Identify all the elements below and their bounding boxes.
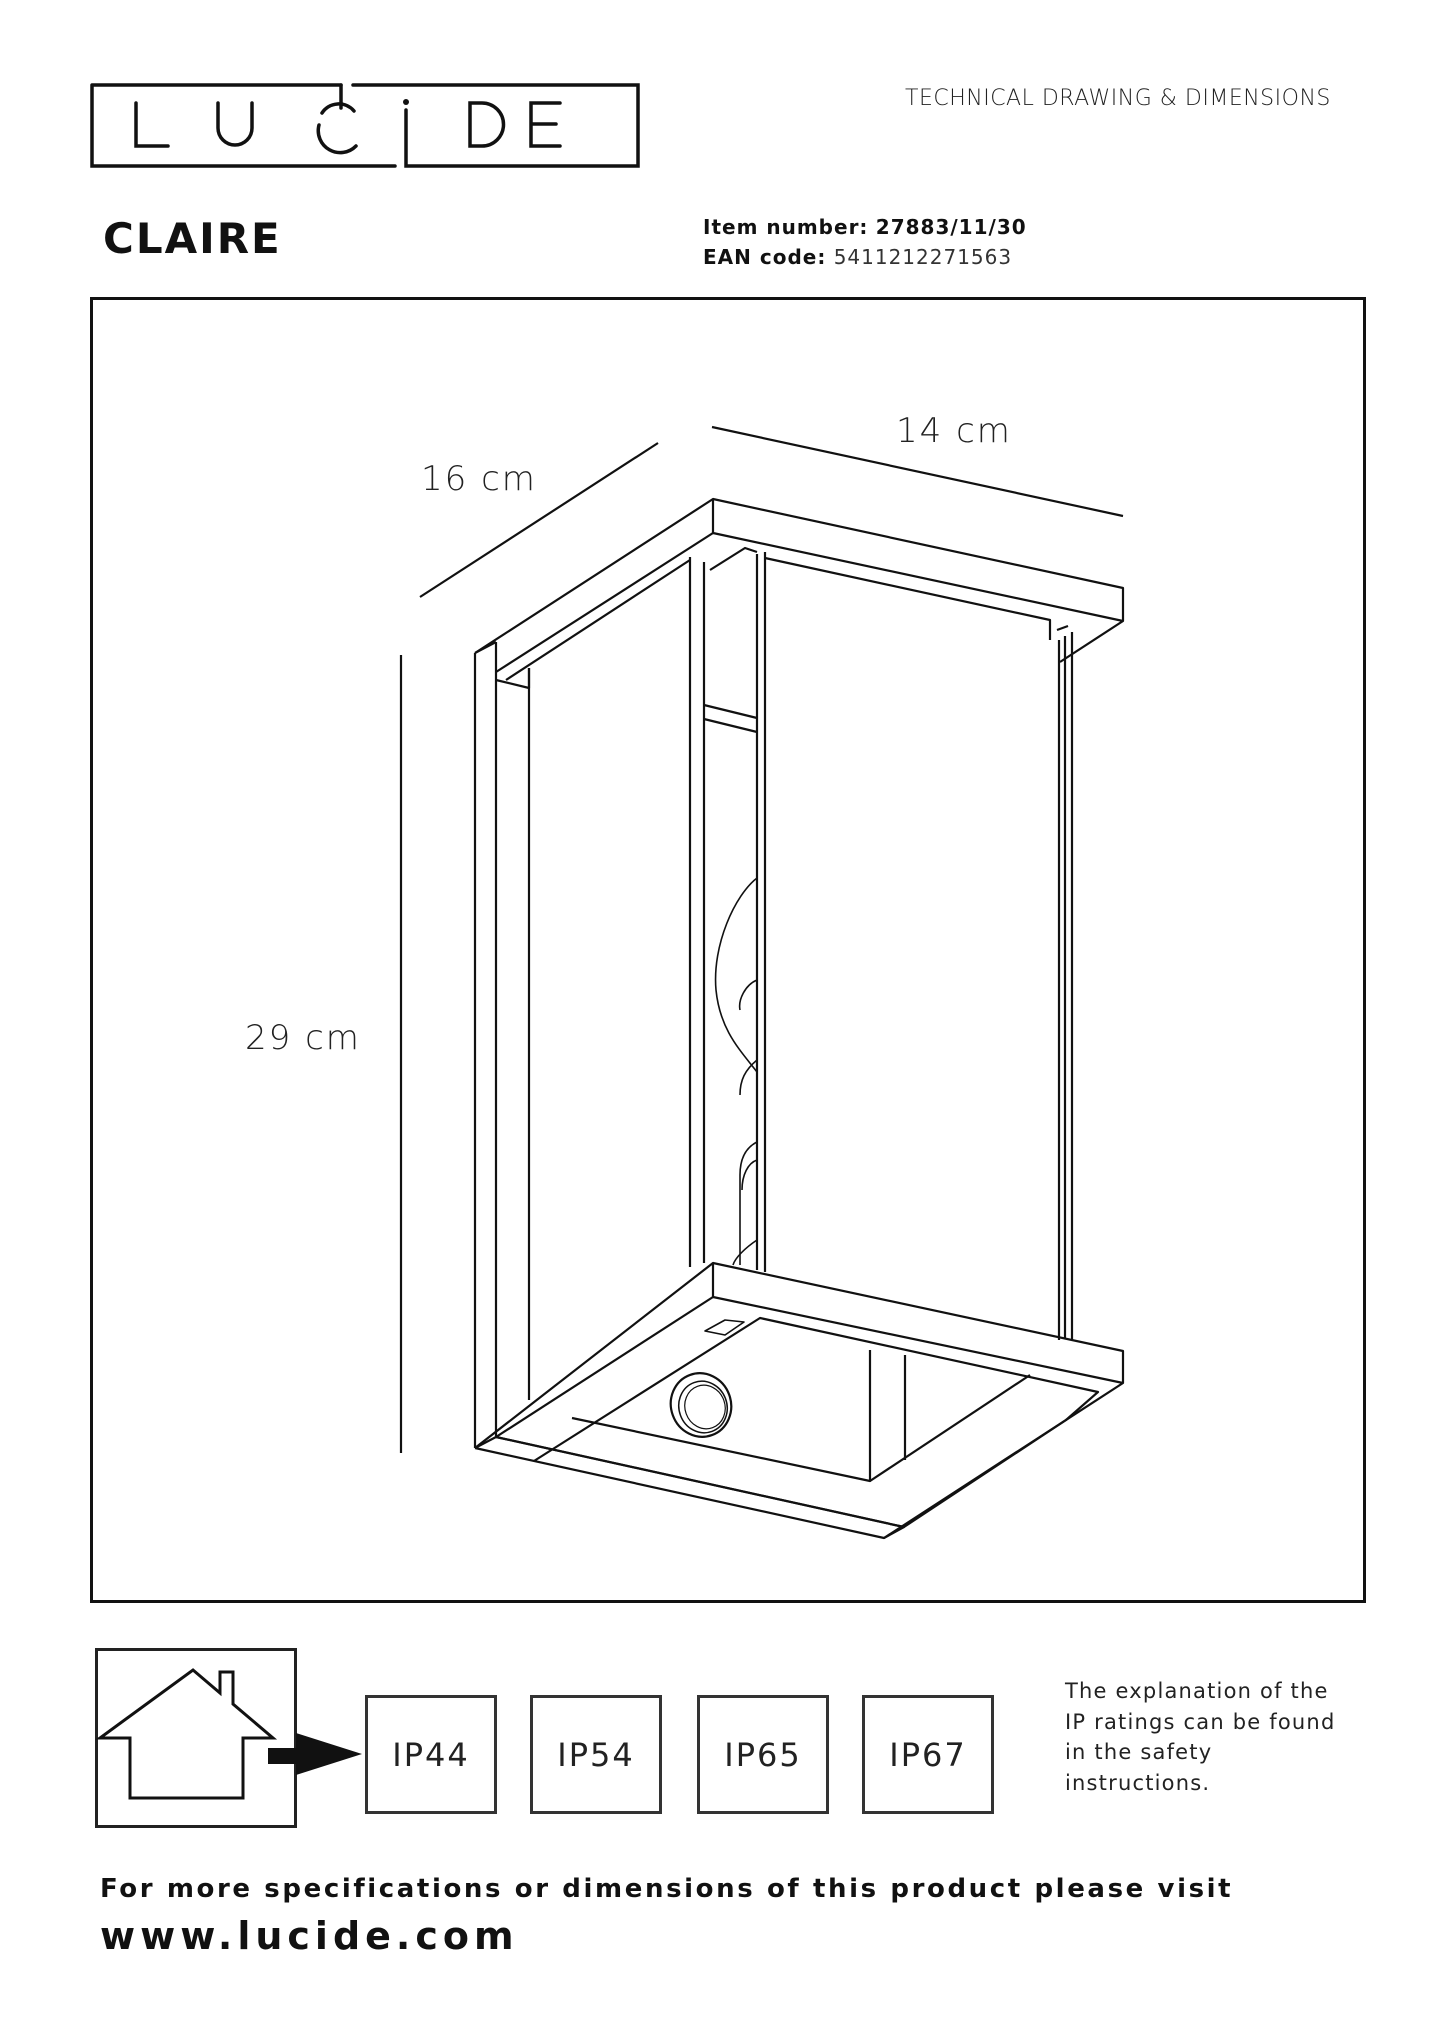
depth-dimension-label: 16 cm bbox=[421, 459, 537, 499]
technical-drawing bbox=[399, 425, 1125, 1540]
product-name: CLAIRE bbox=[103, 214, 282, 263]
ean-separator: : bbox=[817, 245, 827, 269]
item-number-label: Item number: bbox=[703, 215, 869, 239]
item-number-row: Item number: 27883/11/30 bbox=[703, 212, 1027, 242]
ip-note-line: in the safety bbox=[1065, 1740, 1213, 1764]
ip-rating-badge: IP65 bbox=[697, 1695, 829, 1814]
width-dimension-label: 14 cm bbox=[896, 411, 1012, 451]
ean-row: EAN code: 5411212271563 bbox=[703, 242, 1027, 272]
ean-value: 5411212271563 bbox=[833, 245, 1013, 269]
item-number-value: 27883/11/30 bbox=[875, 215, 1027, 239]
ip-note-line: The explanation of the bbox=[1065, 1679, 1329, 1703]
indoor-outdoor-icon-box bbox=[95, 1648, 297, 1828]
depth-dimension-line bbox=[419, 442, 659, 598]
width-dimension-line bbox=[711, 425, 1124, 518]
lucide-logo bbox=[90, 83, 640, 168]
ip-rating-badge: IP44 bbox=[365, 1695, 497, 1814]
website-link[interactable]: www.lucide.com bbox=[100, 1914, 519, 1958]
ip-rating-note: The explanation of the IP ratings can be… bbox=[1065, 1676, 1365, 1798]
height-dimension-label: 29 cm bbox=[245, 1018, 361, 1058]
footer-text: For more specifications or dimensions of… bbox=[100, 1874, 1234, 1904]
product-meta: Item number: 27883/11/30 EAN code: 54112… bbox=[703, 212, 1027, 272]
ean-label: EAN code bbox=[703, 245, 818, 269]
drawing-frame bbox=[90, 297, 1366, 1603]
arrow-right-icon bbox=[268, 1733, 362, 1775]
ip-note-line: IP ratings can be found bbox=[1065, 1709, 1336, 1734]
ip-note-line: instructions. bbox=[1065, 1770, 1211, 1795]
document-type-heading: TECHNICAL DRAWING & DIMENSIONS bbox=[905, 86, 1331, 111]
ip-rating-badge: IP67 bbox=[862, 1695, 994, 1814]
ip-rating-badge: IP54 bbox=[530, 1695, 662, 1814]
house-icon bbox=[95, 1668, 278, 1800]
